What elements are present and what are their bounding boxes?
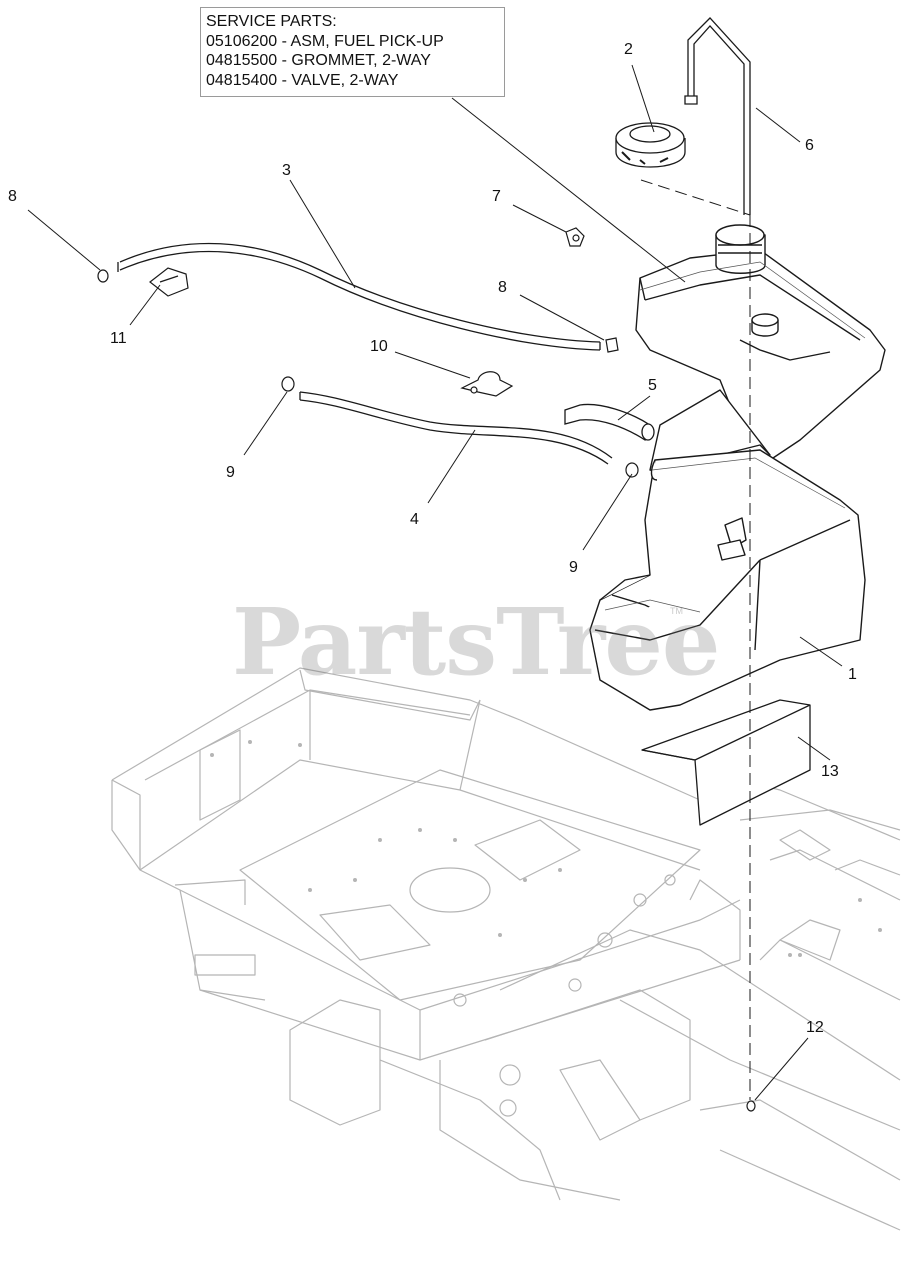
heat-shield[interactable] — [641, 699, 811, 826]
fuel-cap[interactable] — [615, 122, 686, 168]
hose-3[interactable] — [117, 242, 601, 351]
fuel-tank-edges — [604, 261, 866, 613]
callout-7: 7 — [492, 188, 501, 205]
callout-6: 6 — [805, 137, 814, 154]
fitting-7[interactable] — [565, 227, 585, 247]
callout-3: 3 — [282, 162, 291, 179]
fittings-small[interactable] — [97, 269, 756, 1112]
callout-9: 9 — [226, 464, 235, 481]
callout-11: 11 — [110, 330, 127, 347]
callout-13: 13 — [821, 763, 839, 780]
callout-8: 8 — [8, 188, 17, 205]
callout-2: 2 — [624, 41, 633, 58]
callout-12: 12 — [806, 1019, 824, 1036]
chassis-holes — [210, 740, 882, 957]
chassis-frame — [111, 667, 901, 1231]
service-part-line: 05106200 - ASM, FUEL PICK-UP — [206, 32, 444, 50]
hose-4[interactable] — [299, 391, 613, 465]
service-parts-box: SERVICE PARTS: 05106200 - ASM, FUEL PICK… — [200, 7, 505, 97]
fuel-pickup-tube[interactable] — [684, 17, 751, 215]
valve-11[interactable] — [149, 267, 189, 297]
callout-8-b: 8 — [498, 279, 507, 296]
service-part-line: 04815400 - VALVE, 2-WAY — [206, 71, 399, 89]
service-part-line: 04815500 - GROMMET, 2-WAY — [206, 52, 431, 69]
hose-5[interactable] — [564, 403, 655, 442]
callout-4: 4 — [410, 511, 419, 528]
watermark-logo: PartsTree — [232, 588, 720, 696]
fuel-tank[interactable] — [589, 224, 886, 711]
clamp-10[interactable] — [460, 371, 514, 397]
assembly-lines — [640, 179, 751, 1100]
callout-5: 5 — [648, 377, 657, 394]
callout-9-b: 9 — [569, 559, 578, 576]
watermark-trademark: TM — [670, 606, 683, 616]
callout-1: 1 — [848, 666, 857, 683]
service-parts-title: SERVICE PARTS: — [206, 13, 337, 30]
leader-lines — [27, 64, 843, 1101]
callout-10: 10 — [370, 338, 388, 355]
